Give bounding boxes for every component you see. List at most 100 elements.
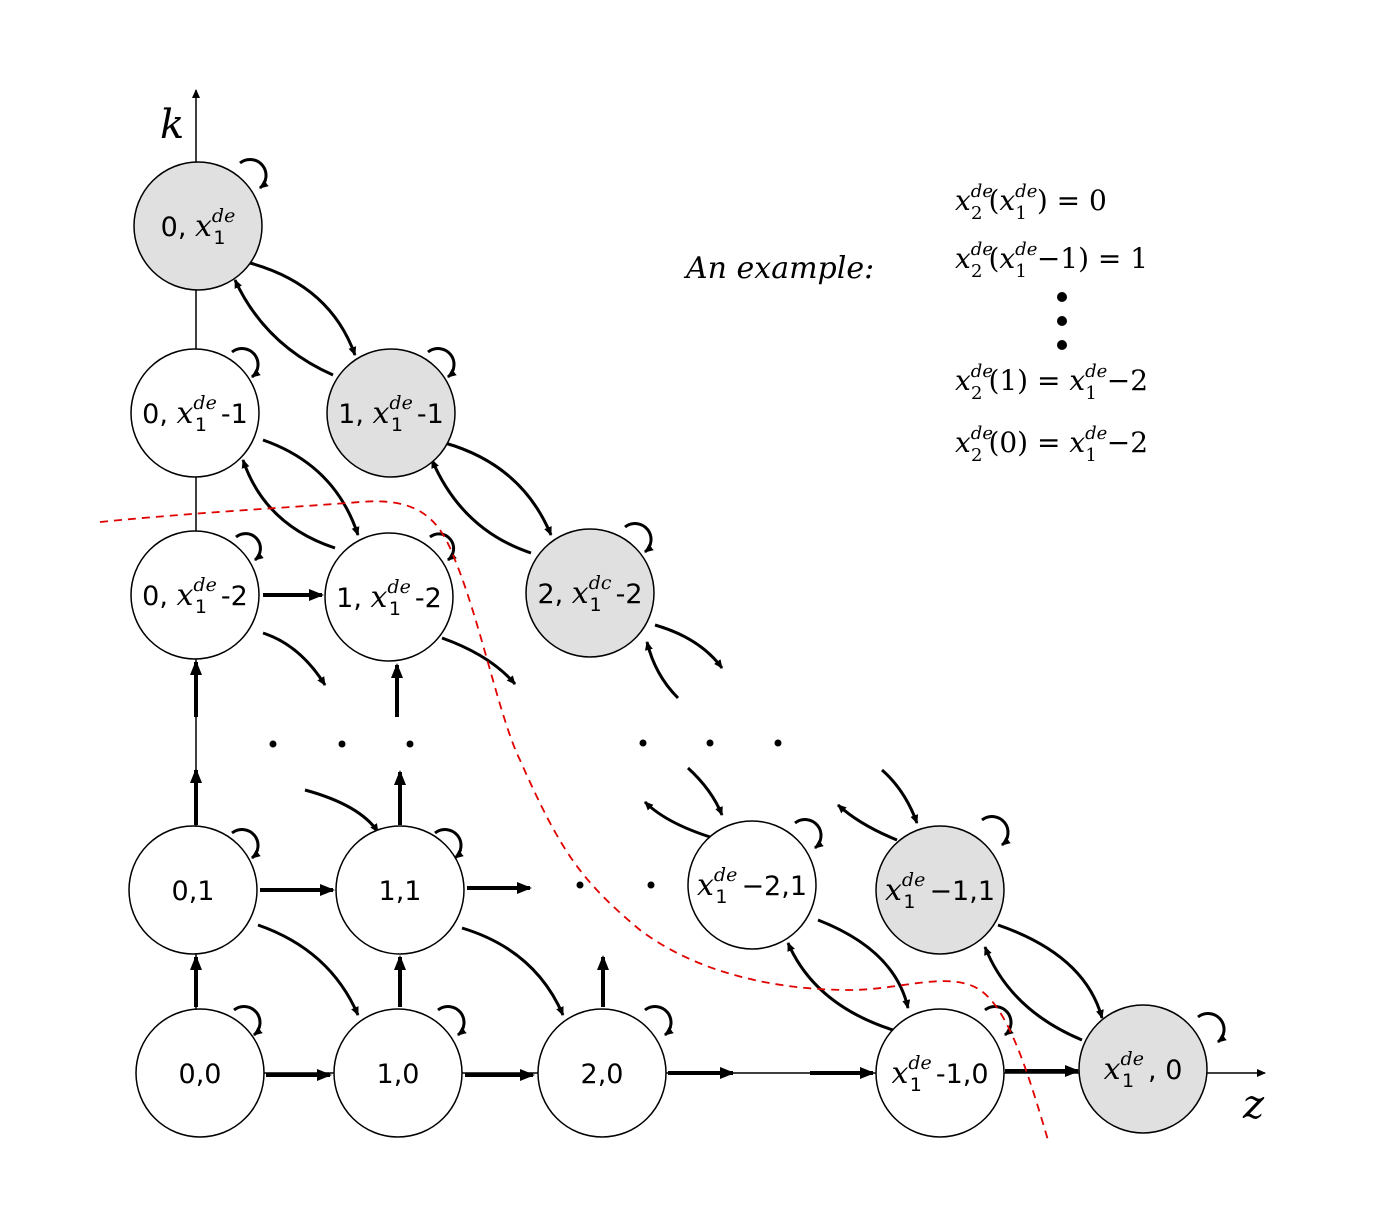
- label-superscript: de: [212, 205, 235, 227]
- label-subscript: 1: [715, 886, 727, 908]
- label-suffix: -2: [616, 579, 643, 610]
- equation-part: (: [988, 184, 999, 217]
- self-loop-n1_x1m1: [427, 347, 457, 379]
- label-variable: x: [372, 396, 389, 431]
- equation-part: de: [1085, 361, 1107, 382]
- dot: [774, 739, 782, 747]
- label-variable: x: [370, 580, 387, 615]
- label-subscript: 1: [590, 594, 602, 616]
- label-variable: x: [1104, 1052, 1121, 1087]
- arrow-0x1-1x2: [262, 438, 360, 536]
- label-superscript: de: [902, 869, 925, 891]
- arrow-01-10: [257, 923, 360, 1016]
- self-loop-n0_x1m1: [231, 347, 261, 379]
- state-node-label: 0,1: [172, 876, 215, 907]
- state-node: 0,0: [135, 1008, 265, 1138]
- equation-part: de: [1015, 239, 1037, 260]
- arrow-2x2-down: [654, 623, 724, 669]
- self-loop-nx1m2_1: [794, 818, 824, 850]
- equation-part: 2: [971, 203, 982, 224]
- state-node-label: 2,0: [581, 1059, 624, 1090]
- arrow-1x1-2x2: [444, 441, 553, 536]
- state-node: 0,1: [128, 825, 258, 955]
- label-variable: x: [572, 576, 589, 611]
- label-superscript: de: [193, 392, 216, 414]
- k-axis-label: k: [160, 102, 184, 148]
- self-loop-n0_x1m2: [235, 532, 264, 562]
- equation-part: −2: [1107, 426, 1148, 459]
- equation-part: x: [955, 364, 971, 397]
- label-subscript: 1: [1122, 1070, 1134, 1092]
- arrow-x1-0-x1m1-1: [983, 946, 1083, 1042]
- label-suffix: −1,1: [929, 876, 995, 907]
- self-loop-n10: [437, 1005, 467, 1037]
- label-prefix: 0,: [161, 212, 195, 243]
- equation-part: 1: [1015, 261, 1026, 282]
- state-node-circle: [335, 825, 465, 955]
- arrow-1x2-0x1: [241, 459, 336, 550]
- self-loop-n1_x1m2: [429, 532, 457, 562]
- label-subscript: 1: [910, 1074, 922, 1096]
- label-suffix: -1,0: [936, 1059, 989, 1090]
- arrow-x1m2-1-x1m1-0: [817, 918, 911, 1009]
- state-node-label: 1,0: [377, 1059, 420, 1090]
- label-prefix: 2,: [537, 579, 571, 610]
- label-suffix: -1: [417, 399, 444, 430]
- dot: [1057, 292, 1067, 302]
- equation-part: 2: [971, 445, 982, 466]
- label-suffix: −2,1: [741, 871, 807, 902]
- label-variable: x: [176, 578, 193, 613]
- label-subscript: 1: [213, 227, 225, 249]
- label-variable: x: [176, 396, 193, 431]
- equation-part: 1: [1085, 445, 1096, 466]
- dot: [269, 740, 277, 748]
- equation-part: x: [955, 242, 971, 275]
- self-loop-n2_x1m2: [624, 522, 654, 554]
- self-loop-nx1_0: [1197, 1012, 1227, 1044]
- state-node-circle: [1078, 1004, 1208, 1134]
- label-superscript: de: [193, 574, 216, 596]
- arrow-x1m1-1-x1-0: [997, 923, 1104, 1019]
- equation-part: 1: [1085, 383, 1096, 404]
- self-loop-n0_x1: [239, 158, 269, 190]
- state-node-circle: [324, 532, 454, 662]
- dot: [647, 881, 655, 889]
- dot: [639, 739, 647, 747]
- equation-part: (1): [988, 364, 1037, 397]
- transition-arrows-vertical: [190, 660, 609, 1007]
- label-suffix: -1: [221, 399, 248, 430]
- equation-part: = x: [1037, 364, 1085, 397]
- self-loop-nx1m1_1: [981, 815, 1011, 847]
- label-prefix: 1,: [336, 583, 370, 614]
- state-node: 2,0: [537, 1008, 667, 1138]
- label-prefix: 0,: [142, 581, 176, 612]
- ellipsis-dots: [269, 292, 1067, 889]
- dot: [406, 740, 414, 748]
- label-suffix: , 0: [1148, 1055, 1182, 1086]
- label-superscript: dc: [589, 572, 612, 594]
- arrow-up-2x2: [644, 641, 680, 700]
- self-loop-n20: [644, 1005, 674, 1037]
- label-superscript: de: [389, 392, 412, 414]
- equation-part: de: [1085, 423, 1107, 444]
- state-node-circle: [128, 825, 258, 955]
- equation-part: (0): [988, 426, 1037, 459]
- state-node: 1,0: [333, 1008, 463, 1138]
